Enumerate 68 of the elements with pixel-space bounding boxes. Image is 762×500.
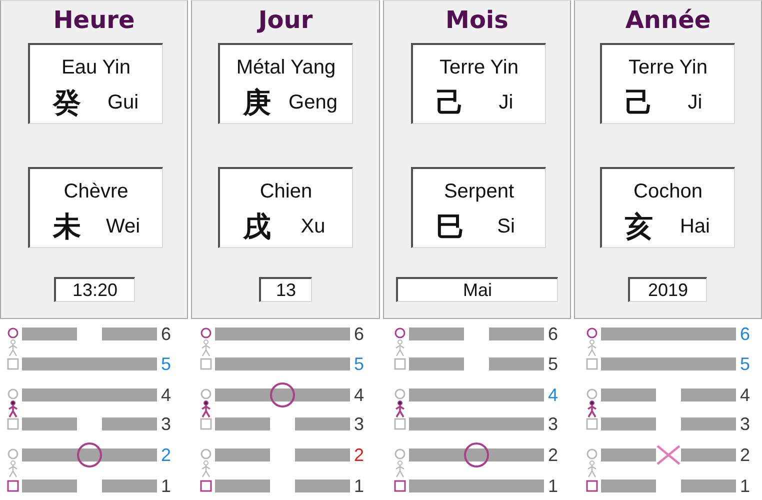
pillar-card (600, 167, 735, 248)
pinyin-label: Hai (680, 216, 710, 238)
chinese-character: 庚 (243, 86, 271, 120)
chinese-character: 未 (53, 210, 81, 244)
pillar-card (411, 167, 546, 248)
chinese-character: 己 (436, 86, 464, 120)
line-number: 4 (161, 385, 172, 405)
line-number: 3 (548, 414, 558, 434)
line-number: 2 (740, 445, 750, 465)
chinese-character: 亥 (625, 210, 653, 244)
panel-title: Mois (446, 6, 508, 34)
element-label: Chèvre (64, 180, 128, 204)
line-number: 4 (548, 385, 558, 405)
value-field: Mai (396, 277, 558, 302)
pillar-panel (191, 0, 380, 319)
pinyin-label: Geng (288, 92, 338, 114)
line-number: 1 (161, 476, 172, 496)
line-number: 5 (161, 354, 172, 374)
pinyin-label: Gui (107, 92, 139, 114)
line-number: 6 (161, 324, 172, 344)
pillar-card (218, 167, 353, 248)
pinyin-label: Ji (498, 92, 514, 114)
pillar-panel (383, 0, 571, 319)
panel-title: Jour (258, 6, 313, 34)
pinyin-label: Si (497, 216, 515, 238)
line-number: 5 (548, 354, 558, 374)
line-number: 4 (740, 385, 750, 405)
pillar-card (600, 43, 735, 124)
pillar-card (218, 43, 353, 124)
pinyin-label: Ji (688, 92, 702, 114)
chinese-character: 癸 (53, 86, 81, 120)
panel-title: Année (625, 6, 711, 34)
element-label: Métal Yang (236, 56, 336, 80)
chinese-character: 戌 (243, 210, 271, 244)
element-label: Cochon (634, 180, 702, 204)
element-label: Chien (260, 180, 312, 204)
chinese-character: 己 (625, 86, 653, 120)
element-label: Terre Yin (628, 56, 708, 80)
line-number: 4 (354, 385, 364, 405)
value-field: 2019 (628, 277, 707, 302)
element-label: Serpent (444, 180, 514, 204)
element-label: Eau Yin (62, 56, 130, 80)
line-number: 5 (354, 354, 364, 374)
line-number: 6 (740, 324, 750, 344)
element-label: Terre Yin (440, 56, 518, 80)
value-field: 13:20 (54, 277, 135, 302)
pinyin-label: Xu (300, 216, 326, 238)
line-number: 2 (548, 445, 558, 465)
line-number: 3 (354, 414, 364, 434)
line-number: 1 (740, 476, 750, 496)
value-field: 13 (259, 277, 312, 302)
chinese-character: 巳 (436, 210, 464, 244)
line-number: 3 (740, 414, 750, 434)
line-number: 6 (548, 324, 558, 344)
pillar-panel (574, 0, 762, 319)
pillar-panel (0, 0, 188, 319)
line-number: 1 (354, 476, 364, 496)
line-number: 3 (161, 414, 172, 434)
line-number: 1 (548, 476, 558, 496)
pinyin-label: Wei (106, 216, 140, 238)
pillar-card (28, 167, 163, 248)
line-number: 2 (161, 445, 172, 465)
line-number: 5 (740, 354, 750, 374)
pillar-card (28, 43, 163, 124)
line-number: 6 (354, 324, 364, 344)
panel-title: Heure (53, 6, 135, 34)
pillar-card (411, 43, 546, 124)
line-number: 2 (354, 445, 364, 465)
